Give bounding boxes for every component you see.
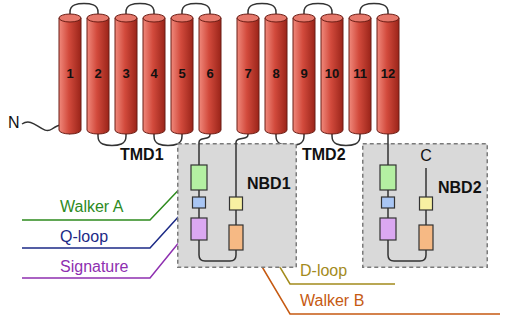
motif-label: Walker A — [60, 198, 123, 216]
transmembrane-helix: 9 — [293, 14, 315, 134]
helix-body — [115, 18, 137, 134]
d-loop-box — [420, 197, 433, 210]
helix-cap — [265, 14, 287, 22]
walker-a-box — [191, 165, 207, 190]
helix-body — [377, 18, 399, 134]
helix-cap — [171, 14, 193, 22]
loop-connector — [236, 134, 248, 143]
helix-body — [293, 18, 315, 134]
helix-number: 6 — [206, 65, 213, 83]
loop-connector — [98, 134, 126, 146]
terminus-line — [425, 168, 427, 197]
loop-connector — [199, 134, 210, 143]
loop-connector — [332, 134, 360, 146]
loop-connector — [248, 3, 276, 14]
transmembrane-helix: 1 — [59, 14, 81, 134]
terminus-label: N — [8, 114, 20, 132]
terminus-label: C — [420, 147, 432, 165]
motif-label: Q-loop — [60, 228, 108, 246]
leader-line — [22, 179, 189, 220]
domain-outline — [178, 144, 297, 268]
helix-number: 2 — [94, 65, 101, 83]
domain-label: TMD1 — [120, 146, 164, 164]
helix-cap — [293, 14, 315, 22]
motif-label: D-loop — [300, 262, 347, 280]
transmembrane-helix: 6 — [199, 14, 221, 134]
helix-body — [349, 18, 371, 134]
transmembrane-helix: 12 — [377, 14, 399, 134]
helix-cap — [377, 14, 399, 22]
loop-connector — [304, 3, 332, 14]
motif-label: Walker B — [300, 292, 364, 310]
transmembrane-helix: 3 — [115, 14, 137, 134]
helix-cap — [87, 14, 109, 22]
signature-box — [191, 218, 207, 240]
helix-body — [237, 18, 259, 134]
helix-body — [199, 18, 221, 134]
d-loop-box — [230, 197, 243, 210]
transmembrane-helix: 10 — [321, 14, 343, 134]
loop-connector — [182, 3, 210, 14]
helix-number: 3 — [122, 65, 129, 83]
helix-body — [171, 18, 193, 134]
helix-body — [87, 18, 109, 134]
helix-number: 5 — [178, 65, 185, 83]
motif-label: Signature — [60, 258, 129, 276]
helix-cap — [199, 14, 221, 22]
helix-cap — [59, 14, 81, 22]
helix-number: 10 — [325, 65, 339, 83]
helix-number: 1 — [66, 65, 73, 83]
nucleotide-binding-domain: NBD2 C — [362, 143, 488, 268]
signature-box — [380, 218, 396, 240]
helix-number: 11 — [353, 65, 367, 83]
domain-outline — [363, 144, 488, 268]
domain-shape — [177, 143, 297, 268]
helix-number: 8 — [272, 65, 279, 83]
domain-label: NBD1 — [247, 175, 291, 193]
helix-number: 7 — [244, 65, 251, 83]
walker-b-box — [229, 225, 243, 250]
transmembrane-helix: 2 — [87, 14, 109, 134]
domain-label: TMD2 — [302, 146, 346, 164]
loop-connector — [126, 3, 154, 14]
helix-number: 4 — [150, 65, 157, 83]
transmembrane-helix: 5 — [171, 14, 193, 134]
walker-a-box — [380, 165, 396, 190]
loop-connector — [70, 3, 98, 14]
helix-cap — [143, 14, 165, 22]
helix-number: 9 — [300, 65, 307, 83]
domain-label: NBD2 — [438, 179, 482, 197]
helix-cap — [321, 14, 343, 22]
q-loop-box — [382, 197, 395, 208]
q-loop-box — [193, 197, 206, 208]
helix-body — [143, 18, 165, 134]
transmembrane-helix: 7 — [237, 14, 259, 134]
transmembrane-helix: 8 — [265, 14, 287, 134]
nucleotide-binding-domain: NBD1 — [177, 143, 297, 268]
helix-cap — [115, 14, 137, 22]
loop-connector — [360, 3, 388, 14]
helix-body — [265, 18, 287, 134]
helix-cap — [349, 14, 371, 22]
helix-number: 12 — [381, 65, 395, 83]
helix-cap — [237, 14, 259, 22]
helix-body — [59, 18, 81, 134]
helix-body — [321, 18, 343, 134]
loop-connector — [387, 134, 389, 143]
transmembrane-helix: 4 — [143, 14, 165, 134]
transmembrane-helix: 11 — [349, 14, 371, 134]
walker-b-box — [419, 225, 433, 250]
